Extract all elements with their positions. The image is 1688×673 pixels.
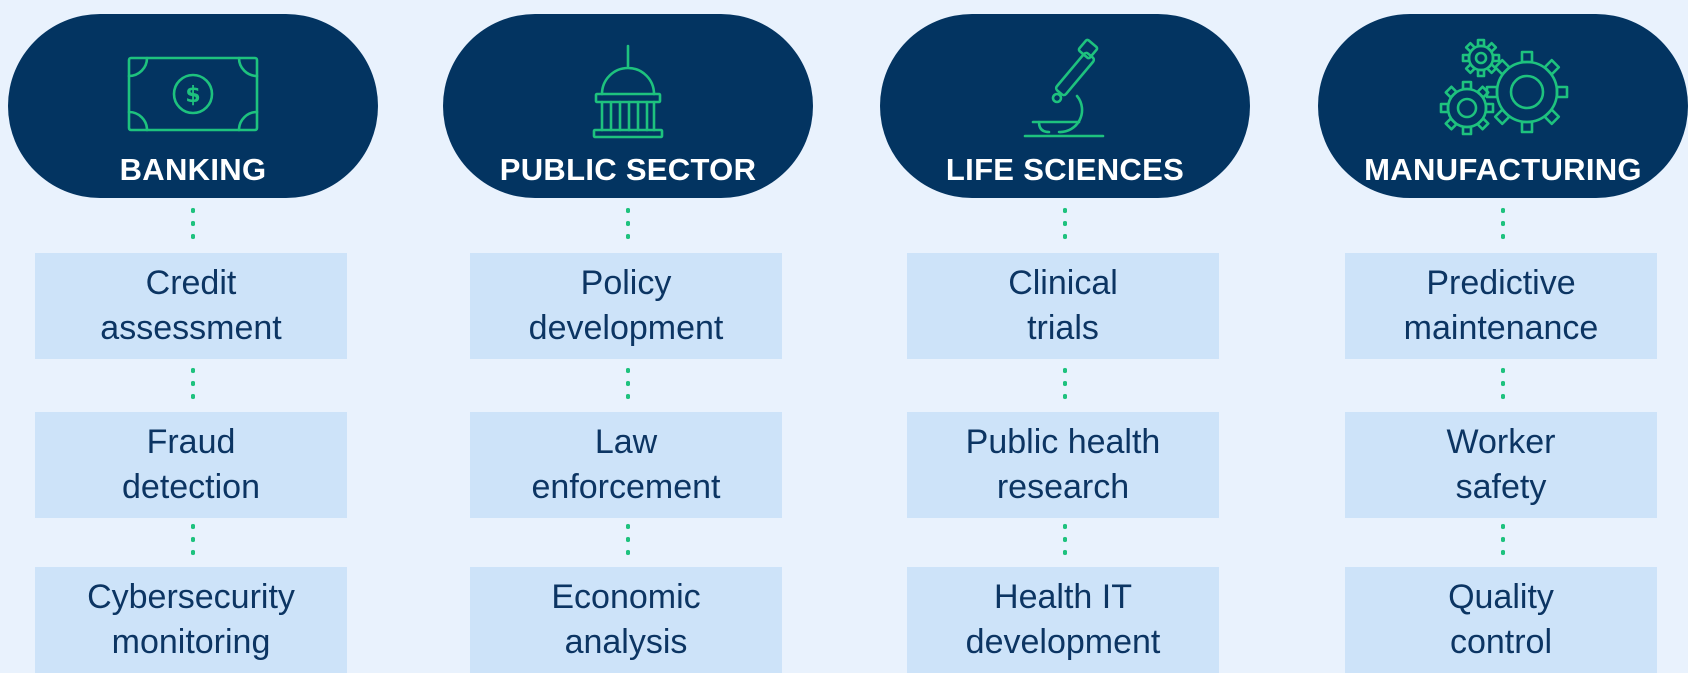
- life-sciences-header: LIFE SCIENCES: [880, 14, 1250, 198]
- manufacturing-header: MANUFACTURING: [1318, 14, 1688, 198]
- public-sector-title: PUBLIC SECTOR: [499, 152, 757, 187]
- svg-text:$: $: [185, 83, 200, 108]
- connector-dots: [1063, 520, 1067, 562]
- manufacturing-title: MANUFACTURING: [1364, 152, 1642, 187]
- money-bill-icon: $: [123, 36, 263, 146]
- connector-dots: [191, 204, 195, 246]
- gears-icon: [1433, 36, 1573, 146]
- connector-dots: [1063, 204, 1067, 246]
- connector-dots: [626, 520, 630, 562]
- connector-dots: [1063, 364, 1067, 406]
- capitol-building-icon: [558, 36, 698, 146]
- microscope-icon: [995, 36, 1135, 146]
- connector-dots: [626, 204, 630, 246]
- connector-dots: [1501, 364, 1505, 406]
- public-sector-header: PUBLIC SECTOR: [443, 14, 813, 198]
- connector-dots: [626, 364, 630, 406]
- life-sciences-title: LIFE SCIENCES: [945, 152, 1185, 187]
- connector-dots: [191, 520, 195, 562]
- connector-dots: [191, 364, 195, 406]
- connector-dots: [1501, 204, 1505, 246]
- connector-dots: [1501, 520, 1505, 562]
- banking-header: $ BANKING: [8, 14, 378, 198]
- banking-title: BANKING: [119, 152, 267, 187]
